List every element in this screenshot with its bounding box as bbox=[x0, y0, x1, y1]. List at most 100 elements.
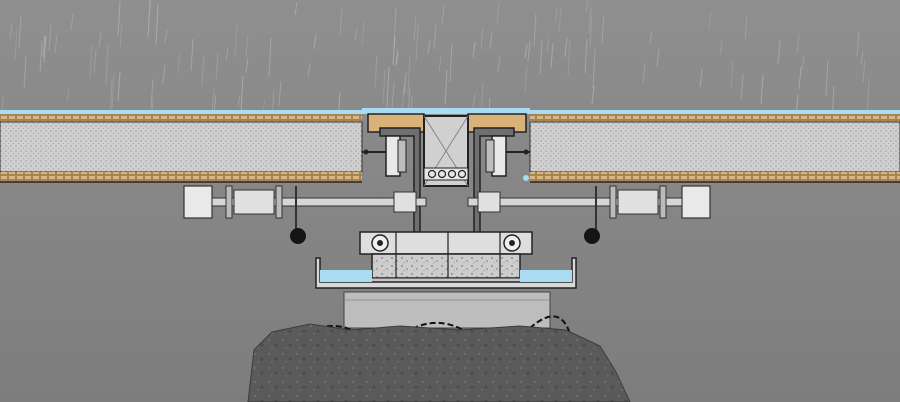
bearing-block bbox=[359, 231, 533, 285]
rain-streak bbox=[237, 94, 241, 108]
rain-streak bbox=[554, 8, 558, 24]
left-bottom-brick-layer bbox=[0, 172, 362, 182]
rain-streak bbox=[588, 6, 592, 34]
rain-streak bbox=[234, 22, 238, 58]
rain-streak bbox=[642, 62, 646, 84]
tie-rods bbox=[183, 185, 711, 219]
rain-streak bbox=[164, 29, 168, 43]
rain-streak bbox=[539, 39, 543, 75]
right-deck-panel bbox=[523, 110, 900, 183]
rain-streak bbox=[155, 4, 159, 46]
rain-streak bbox=[472, 93, 476, 109]
rain-streak bbox=[361, 21, 365, 46]
rain-streak bbox=[307, 62, 311, 78]
rain-streak bbox=[339, 8, 343, 37]
right-anchor-box bbox=[681, 185, 711, 219]
rain-streak bbox=[245, 34, 249, 57]
rain-streak bbox=[262, 98, 266, 112]
rain-streak bbox=[43, 35, 47, 63]
rain-streak bbox=[413, 14, 417, 42]
rain-streak bbox=[14, 29, 18, 61]
rain-streak bbox=[825, 60, 829, 97]
rain-streak bbox=[111, 71, 115, 110]
rain-streak bbox=[744, 16, 748, 40]
rain-streak bbox=[386, 66, 390, 108]
rain-streak bbox=[117, 71, 121, 102]
clamp-brackets bbox=[362, 135, 530, 177]
rain-streak bbox=[190, 38, 194, 72]
rain-streak bbox=[268, 37, 272, 78]
rain-streak bbox=[438, 55, 442, 72]
rain-streak bbox=[294, 1, 298, 16]
rain-streak bbox=[730, 60, 734, 90]
rain-streak bbox=[589, 14, 593, 48]
rain-streak bbox=[550, 42, 554, 69]
rain-streak bbox=[245, 57, 249, 74]
right-pendulum bbox=[584, 228, 600, 244]
rain-streak bbox=[313, 34, 317, 50]
right-bottom-brick-layer bbox=[530, 172, 900, 182]
left-pendulum bbox=[290, 228, 306, 244]
rain-streak bbox=[201, 55, 205, 87]
left-anchor-box bbox=[183, 185, 213, 219]
rain-streak bbox=[89, 44, 93, 80]
rain-streak bbox=[449, 43, 453, 83]
rain-streak bbox=[740, 73, 744, 102]
rain-streak bbox=[427, 40, 431, 54]
rain-streak bbox=[70, 13, 74, 31]
rain-streak bbox=[527, 40, 531, 62]
rain-streak bbox=[862, 59, 866, 83]
rain-streak bbox=[382, 69, 386, 105]
rain-streak bbox=[546, 37, 550, 53]
rain-streak bbox=[240, 75, 244, 114]
rain-streak bbox=[215, 51, 219, 82]
rain-streak bbox=[760, 74, 764, 105]
rain-streak bbox=[496, 1, 500, 24]
rain-streak bbox=[533, 13, 537, 47]
rain-streak bbox=[524, 43, 528, 59]
rain-streak bbox=[489, 32, 493, 50]
rain-streak bbox=[23, 55, 27, 90]
rain-streak bbox=[860, 50, 864, 65]
rain-streak bbox=[395, 53, 399, 67]
rain-streak bbox=[856, 31, 860, 58]
rain-streak bbox=[213, 93, 217, 114]
water-drop bbox=[523, 175, 529, 181]
right-top-brick-layer bbox=[530, 114, 900, 122]
rain-streak bbox=[162, 64, 166, 84]
rain-streak bbox=[117, 0, 121, 36]
rain-streak bbox=[401, 85, 405, 112]
rock-base bbox=[247, 323, 631, 402]
rain-streak bbox=[393, 6, 397, 49]
rain-streak bbox=[708, 12, 712, 30]
rain-streak bbox=[585, 0, 589, 13]
rain-streak bbox=[656, 48, 660, 68]
rain-streak bbox=[374, 54, 378, 88]
left-top-brick-layer bbox=[0, 114, 362, 122]
rain-streak bbox=[441, 4, 445, 26]
rain-streak bbox=[415, 24, 419, 61]
rain-streak bbox=[567, 38, 571, 77]
left-deck-panel bbox=[0, 110, 363, 183]
rain-streak bbox=[18, 14, 22, 49]
rain-streak bbox=[796, 33, 800, 54]
rain-streak bbox=[391, 82, 395, 109]
rain-streak bbox=[433, 24, 437, 50]
rain-streak bbox=[584, 38, 588, 74]
rain-streak bbox=[719, 40, 723, 56]
rain-streak bbox=[354, 27, 358, 41]
rain-streak bbox=[105, 43, 109, 85]
rain-streak bbox=[9, 23, 13, 40]
rain-streak bbox=[119, 21, 123, 48]
rain-streak bbox=[66, 87, 70, 103]
right-water-membrane bbox=[530, 110, 900, 114]
left-water-membrane bbox=[0, 110, 362, 114]
rain-streak bbox=[524, 65, 528, 93]
rain-streak bbox=[601, 14, 605, 44]
rain-streak bbox=[150, 78, 154, 109]
rain-streak bbox=[801, 55, 805, 71]
right-insulation-core bbox=[529, 121, 900, 173]
rain-streak bbox=[278, 80, 282, 107]
left-insulation-core bbox=[0, 121, 363, 173]
rain-streak bbox=[39, 40, 43, 74]
